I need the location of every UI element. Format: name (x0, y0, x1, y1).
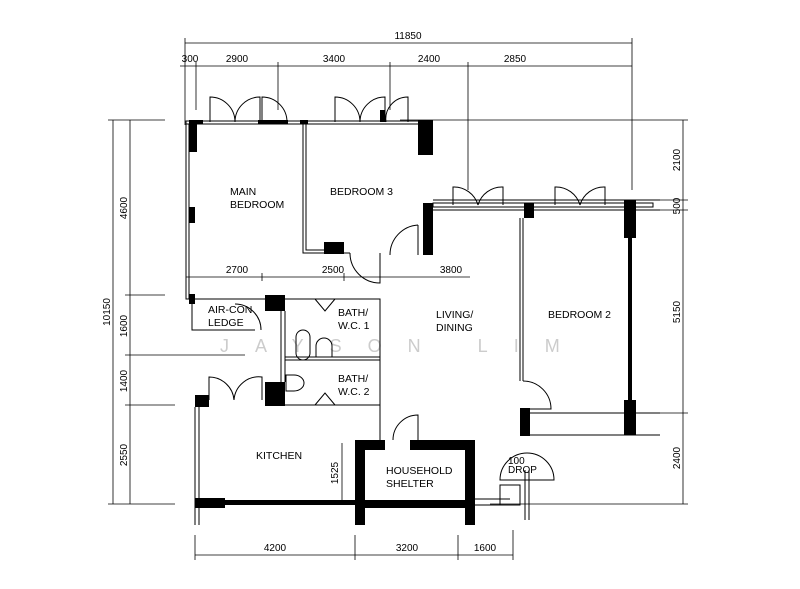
dim-top-4: 2400 (418, 54, 441, 65)
dim-bottom-1: 4200 (264, 543, 287, 554)
dimension-lines (108, 38, 688, 560)
living-dining-label: DINING (436, 322, 473, 334)
aircon-ledge-label: AIR-CON (208, 304, 252, 316)
dim-right-1: 2100 (672, 148, 683, 171)
kitchen-label: KITCHEN (256, 450, 302, 462)
doors (208, 96, 606, 481)
dim-top-1: 300 (182, 54, 199, 65)
toilet-icon (295, 329, 311, 361)
dim-inner-2: 2500 (322, 265, 345, 276)
aircon-ledge-label: LEDGE (208, 317, 244, 329)
dim-total-width: 11850 (394, 31, 422, 42)
watermark: JAYSON LIM (220, 336, 586, 356)
bedroom3-label: BEDROOM 3 (330, 186, 393, 198)
main-bedroom-label: BEDROOM (230, 199, 284, 211)
bath1-label: BATH/ (338, 307, 368, 319)
dim-bottom-3: 1600 (474, 543, 497, 554)
dim-left-1: 4600 (119, 196, 130, 219)
bath2-label: BATH/ (338, 373, 368, 385)
household-shelter-label: HOUSEHOLD (386, 465, 453, 477)
dim-inner-3: 3800 (440, 265, 463, 276)
dim-total-height: 10150 (102, 298, 113, 326)
bath1-label: W.C. 1 (338, 320, 370, 332)
sanitary-fixtures (285, 329, 333, 392)
dim-inner-1: 2700 (226, 265, 249, 276)
household-shelter-label: SHELTER (386, 478, 434, 490)
dim-top-3: 3400 (323, 54, 346, 65)
dim-top-5: 2850 (504, 54, 527, 65)
main-bedroom-label: MAIN (230, 186, 256, 198)
basin-icon (315, 337, 333, 357)
drop-label: 100 (508, 456, 525, 467)
dim-left-4: 2550 (119, 443, 130, 466)
room-labels: MAIN BEDROOM BEDROOM 3 BEDROOM 2 LIVING/… (208, 186, 611, 490)
dim-left-2: 1600 (119, 314, 130, 337)
dimension-labels: 11850 300 2900 3400 2400 2850 10150 4600… (102, 31, 683, 554)
dim-right-3: 5150 (672, 300, 683, 323)
bath2-label: W.C. 2 (338, 386, 370, 398)
dim-kitchen-depth: 1525 (330, 461, 341, 484)
toilet-icon (285, 374, 305, 392)
living-dining-label: LIVING/ (436, 309, 473, 321)
dim-left-3: 1400 (119, 369, 130, 392)
drop-label: DROP (508, 465, 537, 476)
thin-walls (185, 120, 660, 525)
dim-right-2: 500 (672, 197, 683, 214)
dim-right-4: 2400 (672, 446, 683, 469)
dim-top-2: 2900 (226, 54, 249, 65)
bedroom2-label: BEDROOM 2 (548, 309, 611, 321)
dim-bottom-2: 3200 (396, 543, 419, 554)
